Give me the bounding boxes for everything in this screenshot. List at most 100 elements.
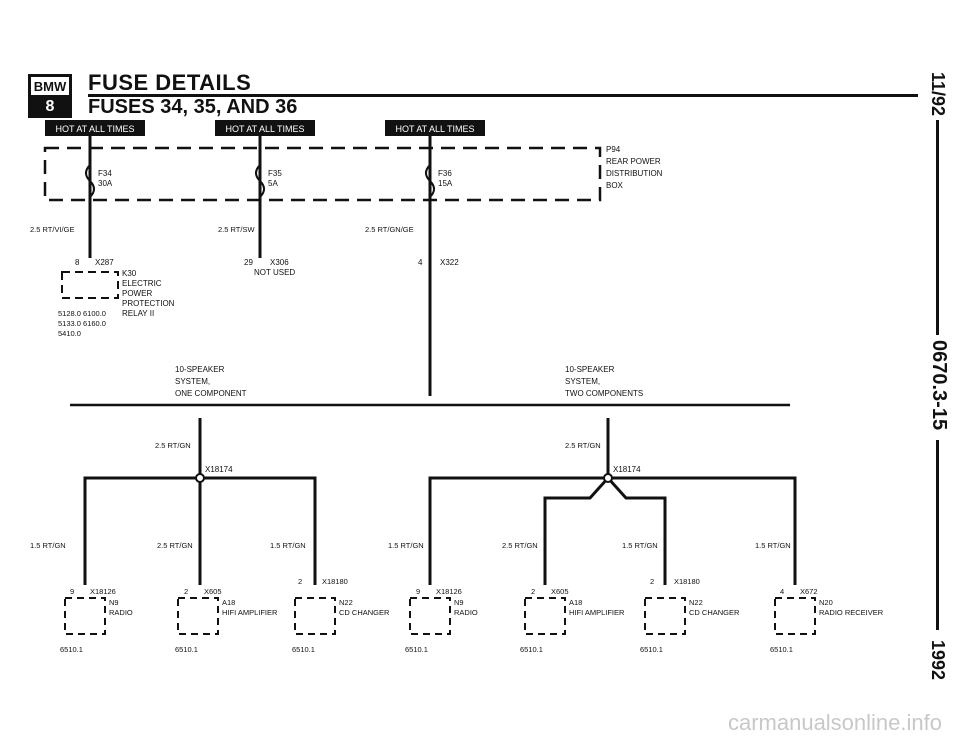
component-6-name: CD CHANGER xyxy=(689,608,740,617)
logo-series-number: 8 xyxy=(31,96,69,115)
power-box-id: P94 xyxy=(606,145,621,154)
component-1-id: N9 xyxy=(109,598,119,607)
component-7-ref: 6510.1 xyxy=(770,645,793,654)
component-2-connector: X605 xyxy=(204,587,222,596)
component-7-name: RADIO RECEIVER xyxy=(819,608,884,617)
wire-branch-radio-right: 1.5 RT/GN xyxy=(388,541,424,550)
x306-note: NOT USED xyxy=(254,268,295,277)
wire-label-w3: 2.5 RT/GN/GE xyxy=(365,225,414,234)
component-6-ref: 6510.1 xyxy=(640,645,663,654)
component-6-id: N22 xyxy=(689,598,703,607)
bmw-logo: BMW 8 xyxy=(28,74,72,118)
splice-dot-right xyxy=(603,473,613,483)
component-2-pin: 2 xyxy=(184,587,188,596)
wire-label-lower-right: 2.5 RT/GN xyxy=(565,441,601,450)
component-5-ref: 6510.1 xyxy=(520,645,543,654)
component-7-pin: 4 xyxy=(780,587,784,596)
component-3-connector: X18180 xyxy=(322,577,348,586)
component-2-name: HIFI AMPLIFIER xyxy=(222,608,278,617)
relay-pin: 8 xyxy=(75,258,80,267)
system-right-line-3: TWO COMPONENTS xyxy=(565,389,643,398)
wire-branch-amp-left: 2.5 RT/GN xyxy=(157,541,193,550)
system-right-line-1: 10-SPEAKER xyxy=(565,365,615,374)
x322-pin: 4 xyxy=(418,258,423,267)
power-box-line-2: DISTRIBUTION xyxy=(606,169,663,178)
wire-branch-amp-right: 2.5 RT/GN xyxy=(502,541,538,550)
component-5-pin: 2 xyxy=(531,587,535,596)
fuse-symbols xyxy=(85,164,435,198)
relay-ref-2: 5133.0 6160.0 xyxy=(58,319,106,328)
page-title: FUSE DETAILS xyxy=(88,70,252,95)
component-5-name: HIFI AMPLIFIER xyxy=(569,608,625,617)
component-2-ref: 6510.1 xyxy=(175,645,198,654)
fuse-f34-id: F34 xyxy=(98,169,112,178)
power-box-line-1: REAR POWER xyxy=(606,157,661,166)
page-subtitle: FUSES 34, 35, AND 36 xyxy=(88,96,298,118)
component-4-name: RADIO xyxy=(454,608,478,617)
right-bus xyxy=(428,476,797,585)
hot-label-bar-3 xyxy=(385,120,485,136)
fuse-f34-rating: 30A xyxy=(98,179,113,188)
hot-label-1: HOT AT ALL TIMES xyxy=(55,124,134,134)
system-left-line-2: SYSTEM, xyxy=(175,377,210,386)
hot-label-3: HOT AT ALL TIMES xyxy=(395,124,474,134)
component-1-ref: 6510.1 xyxy=(60,645,83,654)
logo-bmw-text: BMW xyxy=(31,77,69,97)
fuse-f36-rating: 15A xyxy=(438,179,453,188)
component-3-ref: 6510.1 xyxy=(292,645,315,654)
component-5-id: A18 xyxy=(569,598,582,607)
splice-left-id: X18174 xyxy=(205,465,233,474)
component-7-connector: X672 xyxy=(800,587,818,596)
component-3-pin: 2 xyxy=(298,577,302,586)
relay-connector: X287 xyxy=(95,258,114,267)
hot-label-bar-1 xyxy=(45,120,145,136)
wire-branch-radio-left: 1.5 RT/GN xyxy=(30,541,66,550)
component-6-connector: X18180 xyxy=(674,577,700,586)
component-7-id: N20 xyxy=(819,598,833,607)
power-box-line-3: BOX xyxy=(606,181,624,190)
relay-line-2: POWER xyxy=(122,289,152,298)
component-4-connector: X18126 xyxy=(436,587,462,596)
component-5-connector: X605 xyxy=(551,587,569,596)
system-left-line-1: 10-SPEAKER xyxy=(175,365,225,374)
splice-right-id: X18174 xyxy=(613,465,641,474)
title-rule xyxy=(88,94,918,97)
fuse-f35-id: F35 xyxy=(268,169,282,178)
x322-id: X322 xyxy=(440,258,459,267)
fuse-f36-id: F36 xyxy=(438,169,452,178)
wire-label-w1: 2.5 RT/VI/GE xyxy=(30,225,74,234)
hot-label-bar-2 xyxy=(215,120,315,136)
component-2-id: A18 xyxy=(222,598,235,607)
hot-label-2: HOT AT ALL TIMES xyxy=(225,124,304,134)
wire-label-w2: 2.5 RT/SW xyxy=(218,225,255,234)
side-rule-bottom xyxy=(936,440,939,630)
side-rule-top xyxy=(936,120,939,335)
component-4-pin: 9 xyxy=(416,587,420,596)
relay-outline xyxy=(61,271,119,299)
watermark: carmanualsonline.info xyxy=(727,710,942,735)
component-outlines xyxy=(64,597,816,635)
system-left-line-3: ONE COMPONENT xyxy=(175,389,247,398)
x306-id: X306 xyxy=(270,258,289,267)
component-6-pin: 2 xyxy=(650,577,654,586)
wire-branch-recv-right: 1.5 RT/GN xyxy=(755,541,791,550)
wire-branch-cd-right: 1.5 RT/GN xyxy=(622,541,658,550)
fuse-f35-rating: 5A xyxy=(268,179,278,188)
splice-dot-left xyxy=(195,473,205,483)
relay-line-1: ELECTRIC xyxy=(122,279,162,288)
x306-pin: 29 xyxy=(244,258,253,267)
component-1-pin: 9 xyxy=(70,587,74,596)
relay-ref-1: 5128.0 6100.0 xyxy=(58,309,106,318)
component-4-id: N9 xyxy=(454,598,464,607)
system-right-line-2: SYSTEM, xyxy=(565,377,600,386)
right-bus-cd xyxy=(606,476,667,585)
component-4-ref: 6510.1 xyxy=(405,645,428,654)
wire-branch-cd-left: 1.5 RT/GN xyxy=(270,541,306,550)
relay-id: K30 xyxy=(122,269,137,278)
component-3-id: N22 xyxy=(339,598,353,607)
fuse-box-outline xyxy=(43,146,602,202)
component-1-name: RADIO xyxy=(109,608,133,617)
relay-ref-3: 5410.0 xyxy=(58,329,81,338)
component-1-connector: X18126 xyxy=(90,587,116,596)
